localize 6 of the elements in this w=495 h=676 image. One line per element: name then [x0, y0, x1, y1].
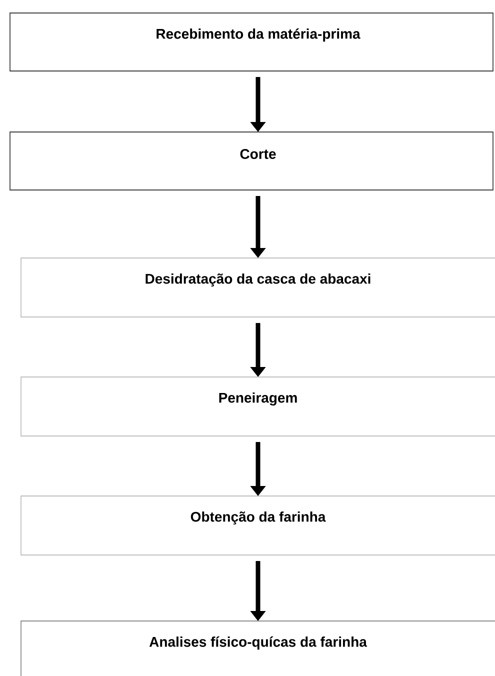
process-box: Desidratação da casca de abacaxi — [20, 258, 495, 318]
process-box: Peneiragem — [20, 376, 495, 436]
process-box: Analises físico-quícas da farinha — [20, 620, 495, 676]
process-box: Obtenção da farinha — [20, 496, 495, 556]
process-box: Corte — [10, 132, 494, 190]
process-box: Recebimento da matéria-prima — [10, 12, 494, 72]
